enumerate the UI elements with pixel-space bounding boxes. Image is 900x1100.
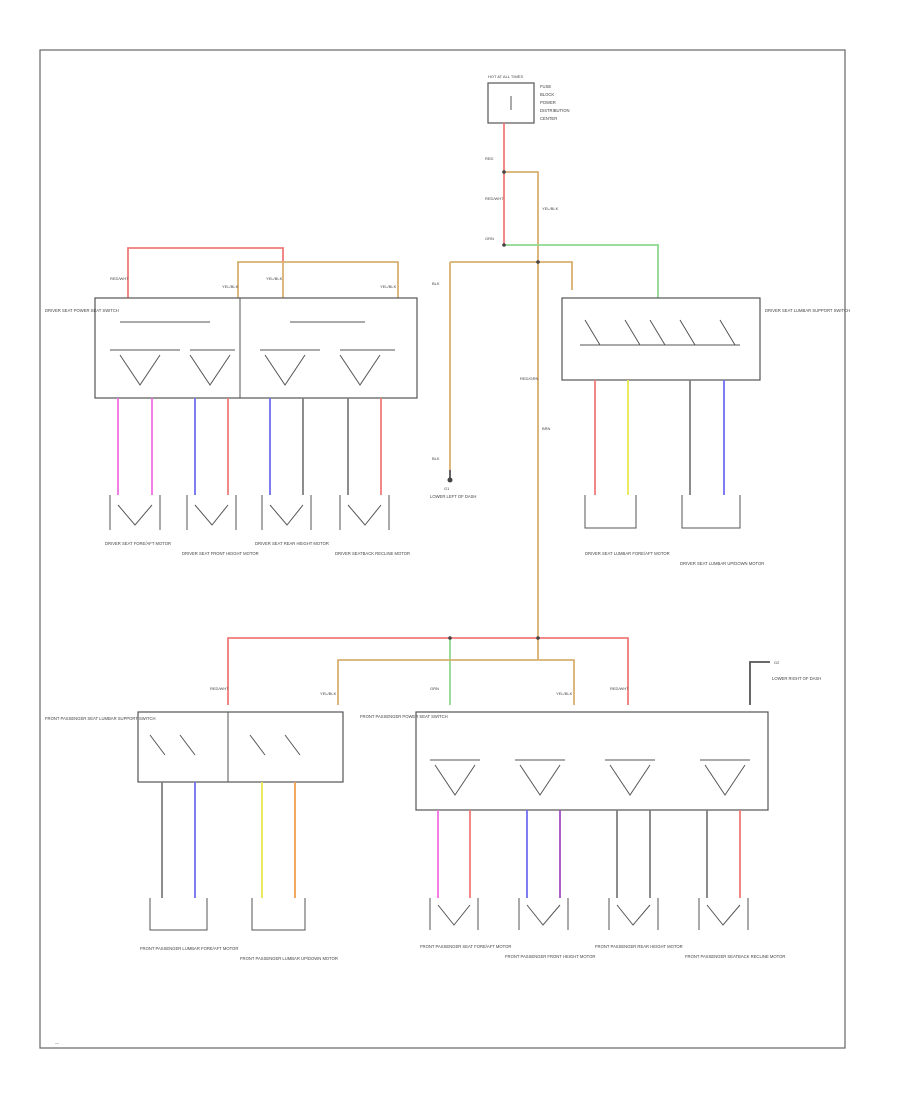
tl-wire-label-2: YEL/BLK [266, 276, 283, 281]
bottom-feed: RED/WHT YEL/BLK GRN YEL/BLK RED/WHT G2 L… [210, 636, 821, 705]
motor-tr-1: DRIVER SEAT LUMBAR UP/DOWN MOTOR [680, 561, 764, 566]
motor-br-3: FRONT PASSENGER SEATBACK RECLINE MOTOR [685, 954, 785, 959]
motor-bl-0: FRONT PASSENGER LUMBAR FORE/AFT MOTOR [140, 946, 238, 951]
diagram-code: — [55, 1040, 59, 1045]
fuse-block: HOT AT ALL TIMES FUSE BLOCK POWER DISTRI… [487, 74, 570, 124]
wire-label-grn: GRN [485, 236, 494, 241]
motor-tl-3: DRIVER SEATBACK RECLINE MOTOR [335, 551, 410, 556]
fuse-caption-3: DISTRIBUTION [540, 108, 570, 113]
diagram-frame [39, 49, 846, 1049]
ground-right-label: G2 [774, 660, 780, 665]
top-right-switch-name: DRIVER SEAT LUMBAR SUPPORT SWITCH [765, 308, 850, 313]
bottom-wire-label-3: YEL/BLK [556, 691, 573, 696]
top-left-motors: DRIVER SEAT FORE/AFT MOTOR DRIVER SEAT F… [105, 398, 410, 556]
top-left-switch-name: DRIVER SEAT POWER SEAT SWITCH [45, 308, 119, 313]
tl-wire-label-0: RED/WHT [110, 276, 129, 281]
bottom-left-switch-name: FRONT PASSENGER SEAT LUMBAR SUPPORT SWIT… [45, 716, 156, 721]
wire-label-redwht: RED/WHT [485, 196, 504, 201]
fuse-caption-1: BLOCK [540, 92, 554, 97]
ground-label: G1 [444, 486, 450, 491]
bottom-wire-label-0: RED/WHT [210, 686, 229, 691]
fuse-label: HOT AT ALL TIMES [488, 74, 523, 79]
motor-bl-1: FRONT PASSENGER LUMBAR UP/DOWN MOTOR [240, 956, 338, 961]
top-left-feed: RED/WHT YEL/BLK YEL/BLK YEL/BLK [110, 247, 399, 298]
bottom-wire-label-4: RED/WHT [610, 686, 629, 691]
main-feed-wires: RED RED/WHT YEL/BLK GRN RED/GRN BRN BLK … [432, 123, 659, 638]
fuse-caption-4: CENTER [540, 116, 557, 121]
motor-br-1: FRONT PASSENGER FRONT HEIGHT MOTOR [505, 954, 595, 959]
wire-label-yelblk: YEL/BLK [542, 206, 559, 211]
tl-wire-label-1: YEL/BLK [222, 284, 239, 289]
fuse-caption-0: FUSE [540, 84, 551, 89]
bottom-right-switch-name: FRONT PASSENGER POWER SEAT SWITCH [360, 714, 448, 719]
top-left-switch: DRIVER SEAT POWER SEAT SWITCH [45, 297, 418, 399]
motor-tl-2: DRIVER SEAT REAR HEIGHT MOTOR [255, 541, 329, 546]
wire-label-center: RED/GRN [520, 376, 539, 381]
motor-tr-0: DRIVER SEAT LUMBAR FORE/AFT MOTOR [585, 551, 670, 556]
ground-caption: LOWER LEFT OF DASH [430, 494, 476, 499]
motor-tl-1: DRIVER SEAT FRONT HEIGHT MOTOR [182, 551, 259, 556]
wire-label-center-2: BRN [542, 426, 551, 431]
fuse-caption-2: POWER [540, 100, 556, 105]
top-right-switch: DRIVER SEAT LUMBAR SUPPORT SWITCH DRIVER… [561, 297, 850, 566]
tl-wire-label-3: YEL/BLK [380, 284, 397, 289]
bottom-wire-label-2: GRN [430, 686, 439, 691]
bottom-left-switch: FRONT PASSENGER SEAT LUMBAR SUPPORT SWIT… [45, 711, 344, 961]
ground-right-caption: LOWER RIGHT OF DASH [772, 676, 821, 681]
wire-label-left-2: BLK [432, 456, 440, 461]
bottom-wire-label-1: YEL/BLK [320, 691, 337, 696]
bottom-right-switch: FRONT PASSENGER POWER SEAT SWITCH FRONT … [360, 711, 785, 959]
wire-label-left: BLK [432, 281, 440, 286]
motor-tl-0: DRIVER SEAT FORE/AFT MOTOR [105, 541, 171, 546]
motor-br-2: FRONT PASSENGER REAR HEIGHT MOTOR [595, 944, 683, 949]
motor-br-0: FRONT PASSENGER SEAT FORE/AFT MOTOR [420, 944, 511, 949]
ground-g1: G1 LOWER LEFT OF DASH [430, 470, 476, 499]
wire-label-red: RED [485, 156, 494, 161]
